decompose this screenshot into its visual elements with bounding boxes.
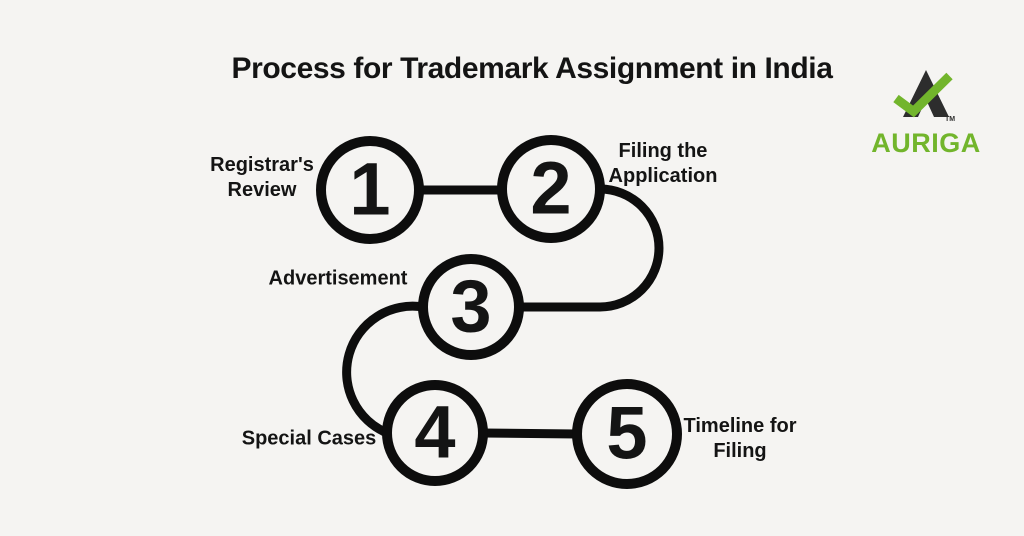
auriga-logo-icon: TM [893, 70, 955, 123]
step-5-label-line1: Timeline for [683, 415, 797, 437]
step-2-number: 2 [530, 146, 572, 230]
brand-name: AURIGA [871, 128, 981, 158]
step-2-label-line1: Filing the [618, 140, 708, 162]
logo-checkmark-icon [893, 72, 953, 118]
step-1-circle [316, 136, 424, 244]
step-3-label: Advertisement [269, 267, 408, 292]
step-1-label-line1: Registrar's [210, 154, 314, 176]
step-4-label: Special Cases [242, 427, 377, 452]
step-2-label: Filing the Application [609, 139, 718, 189]
page-title: Process for Trademark Assignment in Indi… [231, 52, 833, 85]
step-3-label-line1: Advertisement [268, 267, 408, 290]
step-5-label-line2: Filing [713, 440, 767, 462]
step-4-number: 4 [414, 390, 456, 474]
step-3-number: 3 [450, 264, 492, 348]
step-1-label: Registrar's Review [210, 153, 314, 203]
logo-tm-text: TM [945, 116, 955, 123]
step-5-number: 5 [606, 391, 648, 475]
connector-step4-step5 [482, 428, 578, 439]
step-3-circle [418, 254, 524, 360]
connector-step2-step3 [519, 184, 664, 312]
step-5-label: Timeline for Filing [684, 414, 797, 464]
step-4-label-line1: Special Cases [241, 427, 377, 450]
step-1-number: 1 [349, 147, 391, 231]
step-2-circle [497, 135, 605, 243]
connector-step3-step4 [342, 301, 424, 438]
step-4-circle [382, 380, 488, 486]
step-1-label-line2: Review [227, 179, 297, 201]
step-2-label-line2: Application [608, 165, 718, 187]
step-5-circle [572, 379, 682, 489]
